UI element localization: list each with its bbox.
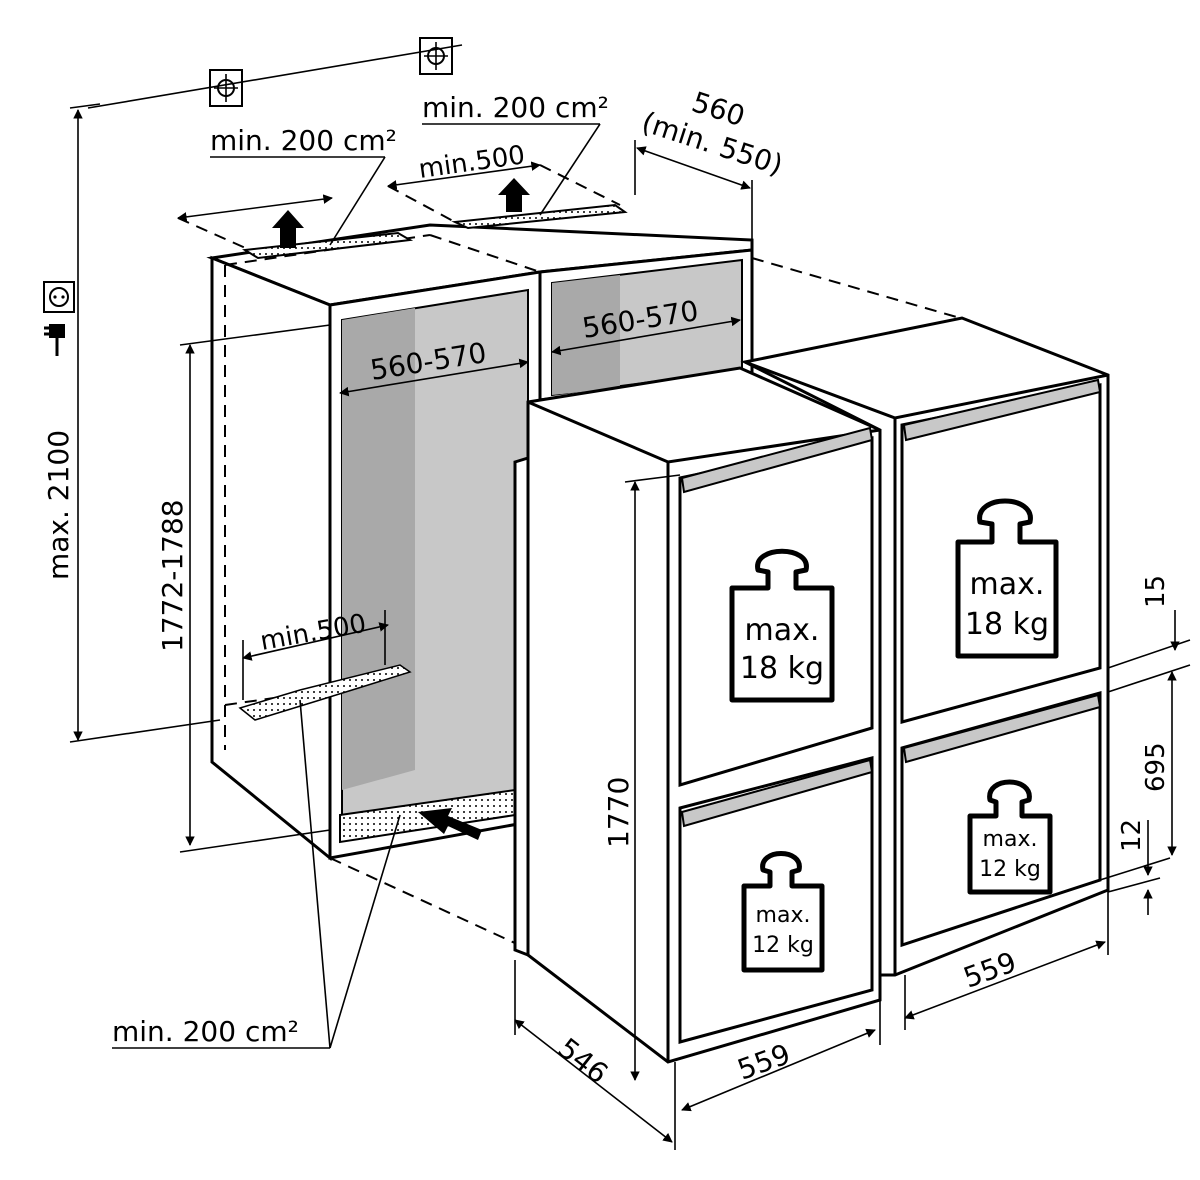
vent-top-left-label: min. 200 cm² [210,124,397,157]
vent-top-right-label: min. 200 cm² [422,91,609,124]
appliance-left [513,366,882,1064]
socket-icon [43,281,75,313]
height-niche-label: 1772-1788 [156,499,189,652]
vent-bottom-label: min. 200 cm² [112,1015,299,1048]
weight-icon [729,498,1059,973]
weight-lower-left-line2: 12 kg [752,933,814,958]
weight-upper-left-line1: max. [745,613,820,648]
handle-lower-left [680,758,874,828]
weight-upper-right-line1: max. [970,567,1045,602]
weight-lower-right-line1: max. [983,827,1038,852]
weight-lower-right-line2: 12 kg [979,857,1041,882]
handle-upper-left [680,426,874,494]
width-front-label: 559 [733,1037,795,1086]
dim-12-label: 12 [1117,819,1147,852]
dimension-lines [69,103,1191,1150]
dim-15-label: 15 [1141,575,1171,608]
dim-695-label: 695 [1141,742,1171,792]
wall-anchor-icon [87,37,463,109]
weight-lower-left-line1: max. [756,903,811,928]
handle-upper-right [902,378,1102,442]
height-appliance-label: 1770 [602,777,635,848]
top-vent-left [241,231,414,260]
gap-top-label: min.500 [417,140,527,185]
plug-icon [44,324,65,356]
depth-appliance-label: 546 [552,1032,614,1091]
handle-lower-right [902,693,1102,764]
height-total-label: max. 2100 [42,430,75,580]
weight-upper-left-line2: 18 kg [740,651,824,686]
top-vent-right [451,203,628,230]
width-right-label: 559 [959,945,1021,994]
weight-upper-right-line2: 18 kg [965,607,1049,642]
